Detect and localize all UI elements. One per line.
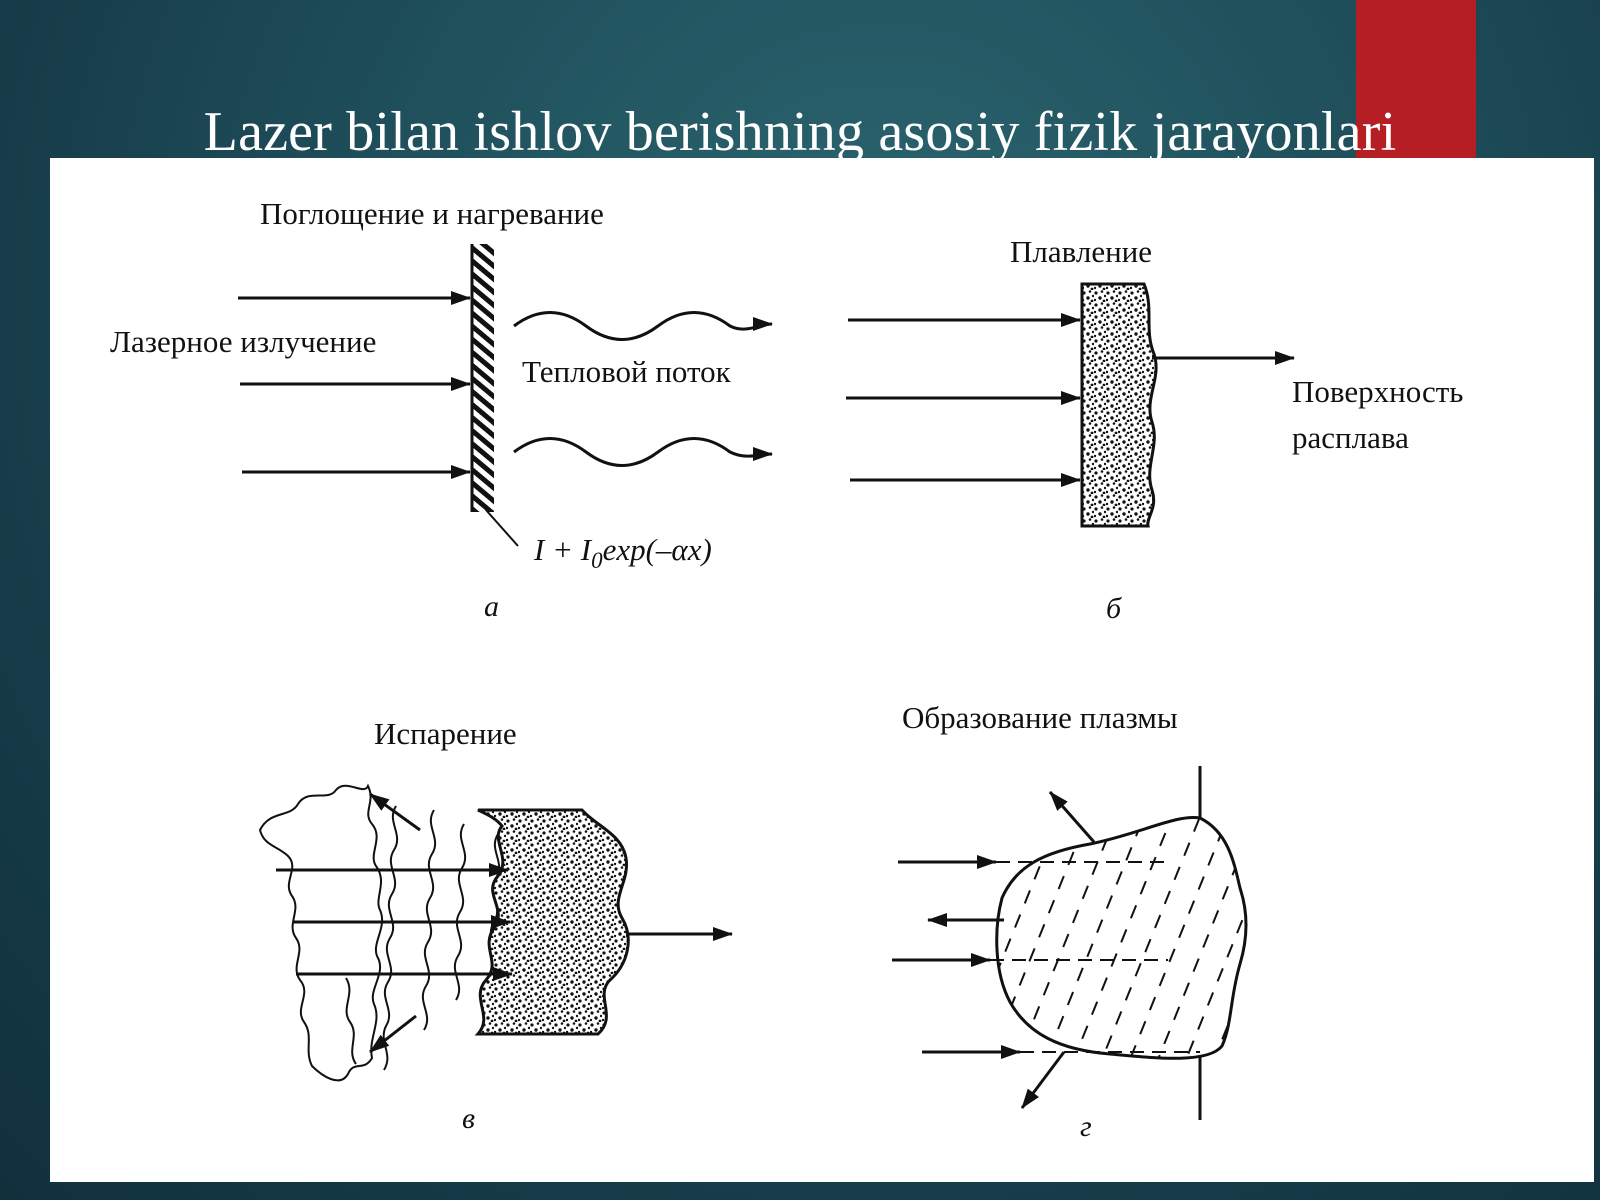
panel-a-title: Поглощение и нагревание: [260, 196, 604, 231]
melt-zone: [474, 808, 630, 1036]
panel-d-plasma: Образование плазмы г: [892, 700, 1248, 1143]
vapor-escape-arrow: [369, 1014, 417, 1054]
vapor-escape-arrow: [369, 792, 421, 832]
diagram-svg: Поглощение и нагревание Лазерное излучен…: [110, 196, 1463, 1143]
laser-radiation-label: Лазерное излучение: [110, 324, 376, 359]
melt-surface-label-2: расплава: [1292, 420, 1409, 455]
absorbing-surface: [472, 244, 494, 512]
plasma-expansion-arrow: [1020, 1051, 1066, 1109]
formula-leader-line: [485, 509, 519, 547]
heat-flow-arrow: [513, 311, 773, 341]
plasma-cloud: [995, 815, 1248, 1060]
absorption-formula: I + I0exp(–αx): [533, 532, 712, 573]
melt-surface-label-1: Поверхность: [1292, 374, 1463, 409]
vapor-strand: [382, 805, 399, 1071]
panel-c-evaporation: Испарение в: [258, 716, 733, 1135]
vapor-strand: [421, 809, 437, 1031]
heat-flow-label: Тепловой поток: [522, 354, 732, 389]
vapor-strand: [453, 823, 467, 1001]
plasma-expansion-arrow: [1048, 791, 1096, 843]
panel-c-letter: в: [462, 1102, 475, 1135]
panel-c-title: Испарение: [374, 716, 517, 751]
panel-a-absorption: Поглощение и нагревание Лазерное излучен…: [110, 196, 773, 623]
diagram-figure: Поглощение и нагревание Лазерное излучен…: [50, 158, 1594, 1182]
panel-d-title: Образование плазмы: [902, 700, 1178, 735]
vapor-strand: [345, 977, 357, 1065]
slide-title: Lazer bilan ishlov berishning asosiy fiz…: [203, 101, 1397, 163]
accent-tab: [1356, 0, 1476, 170]
melt-zone: [1080, 282, 1158, 528]
vapor-cloud: [258, 783, 383, 1082]
panel-b-melting: Плавление Поверхность расплава б: [846, 234, 1463, 625]
heat-flow-arrow: [513, 437, 773, 467]
panel-a-letter: а: [484, 590, 499, 623]
panel-b-letter: б: [1106, 592, 1122, 625]
panel-b-title: Плавление: [1010, 234, 1152, 269]
panel-d-letter: г: [1080, 1110, 1092, 1143]
